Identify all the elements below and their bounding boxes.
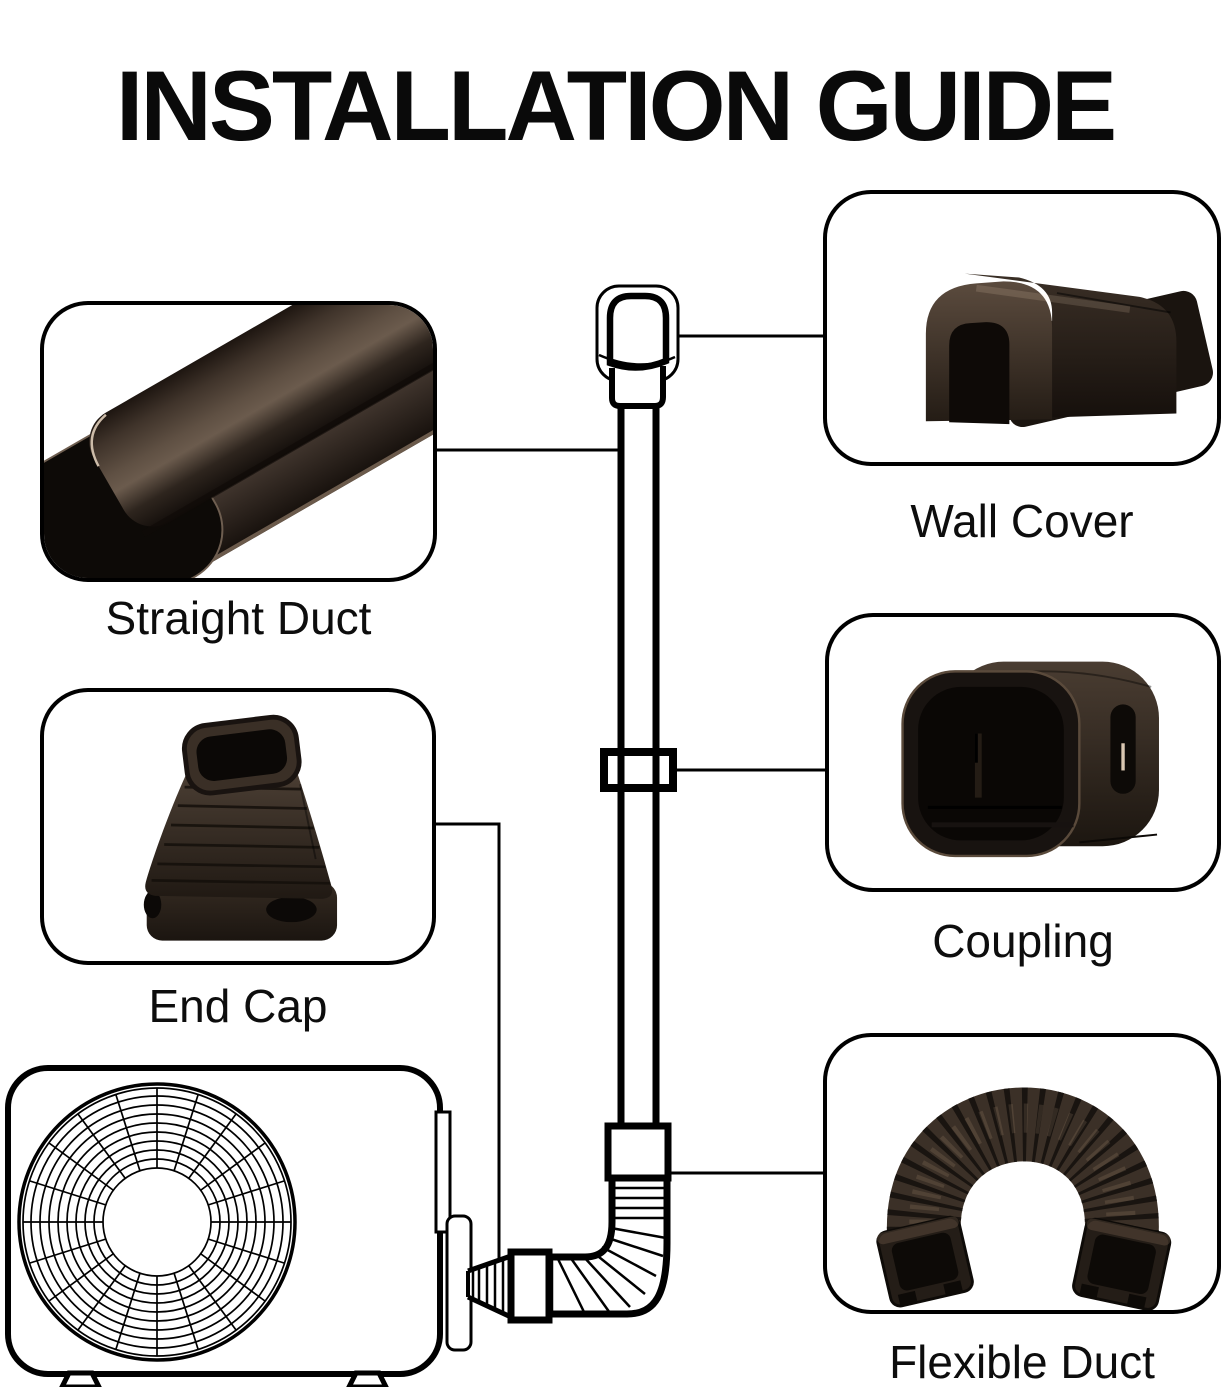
wall-cover-image: [925, 273, 1213, 428]
coupling-label: Coupling: [932, 915, 1114, 967]
elbow-collar-left: [507, 1248, 553, 1324]
wall-cover-label: Wall Cover: [910, 495, 1134, 547]
wall-cover-drawing: [595, 284, 680, 409]
page-title: INSTALLATION GUIDE: [115, 50, 1117, 162]
ac-unit-drawing: [5, 1065, 473, 1387]
flexible-duct-image: [876, 1087, 1172, 1310]
coupling-box: [825, 613, 1221, 892]
coupling-image: [901, 661, 1159, 858]
end-cap-image: [143, 714, 338, 941]
flexible-elbow-drawing: [466, 1122, 672, 1324]
straight-duct-label: Straight Duct: [105, 592, 372, 644]
duct-run-drawing: [617, 404, 660, 1126]
connector-end-cap: [436, 822, 501, 1258]
fan-grille: [17, 1082, 297, 1362]
flexible-duct-label: Flexible Duct: [889, 1336, 1155, 1388]
taper-to-unit: [466, 1253, 513, 1320]
end-cap-label: End Cap: [148, 980, 328, 1032]
coupling-drawing: [600, 748, 677, 792]
wall-cover-box: [823, 190, 1221, 466]
elbow-collar-top: [604, 1122, 672, 1182]
end-cap-box: [40, 688, 436, 965]
ac-unit-side-panels: [434, 1110, 473, 1352]
straight-duct-image: [44, 305, 433, 578]
straight-duct-box: [40, 301, 437, 582]
connector-lines: [436, 334, 827, 1258]
ac-unit-feet: [59, 1370, 389, 1387]
flexible-duct-box: [823, 1033, 1221, 1314]
